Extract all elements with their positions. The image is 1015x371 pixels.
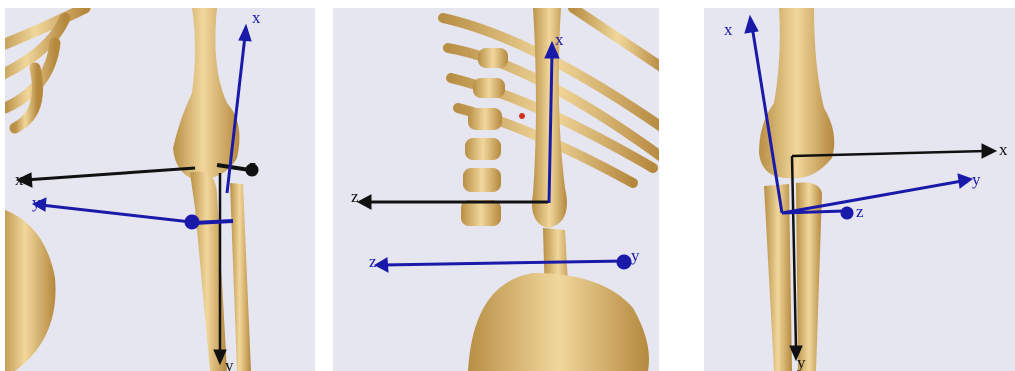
ribcage (5, 8, 85, 128)
view-panel-2: x z z y (333, 8, 659, 371)
radius-bone (230, 183, 251, 371)
axis-label-x-blue: x (555, 30, 564, 49)
humerus-bone (173, 8, 239, 180)
axis-label-x-blue: x (724, 20, 733, 39)
skeleton-elbow-view-1: x x z y y (5, 8, 315, 371)
axis-label-y-black: y (797, 353, 806, 371)
humerus-bone (759, 8, 834, 178)
axis-label-y-black: y (225, 356, 234, 371)
skeleton-elbow-view-2: x z z y (333, 8, 659, 371)
axis-label-z-black: z (249, 156, 257, 175)
axis-label-z-blue: z (369, 252, 377, 271)
skeleton-elbow-view-3: x x y z y (704, 8, 1015, 371)
axis-label-z-blue: z (856, 202, 864, 221)
axis-label-y-blue: y (32, 193, 41, 212)
axis-label-x-blue: x (252, 8, 261, 27)
pelvis-bone (5, 208, 56, 371)
view-panel-1: x x z y y (5, 8, 315, 371)
axis-label-z-black: z (351, 187, 359, 206)
pelvis-bone (468, 273, 649, 371)
axis-label-y-blue: y (631, 246, 640, 265)
axes-black (358, 195, 548, 209)
view-panel-3: x x y z y (704, 8, 1015, 371)
axis-label-y-blue: y (972, 170, 981, 189)
ulna-bone (190, 172, 227, 371)
axis-label-x-black: x (999, 140, 1008, 159)
spine (461, 48, 508, 226)
axis-label-x-black: x (15, 170, 24, 189)
